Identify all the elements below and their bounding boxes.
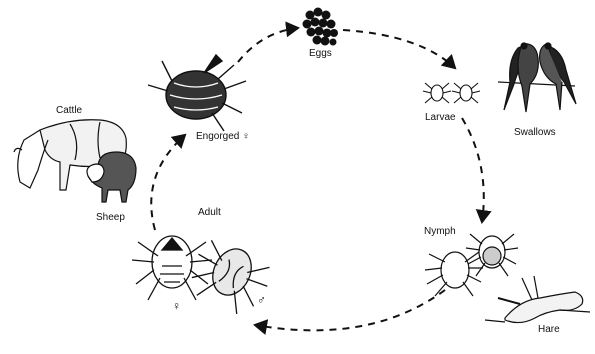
- label-cattle: Cattle: [56, 106, 82, 116]
- nymph-drawing: [425, 234, 518, 296]
- label-female-symbol: ♀: [172, 300, 181, 312]
- swallows-drawing: [498, 43, 576, 112]
- arrow-engorged-to-eggs: [238, 28, 298, 62]
- label-nymph: Nymph: [424, 227, 456, 237]
- hare-drawing: [485, 276, 590, 323]
- label-larvae: Larvae: [425, 113, 456, 123]
- arrow-larvae-to-nymph: [462, 118, 484, 222]
- larvae-drawing: [423, 83, 480, 103]
- adult-male-tick: [182, 234, 276, 320]
- adult-female-tick: [132, 236, 212, 300]
- arrow-eggs-to-larvae: [343, 30, 455, 68]
- arrow-nymph-to-adult: [255, 290, 445, 330]
- adult-ticks-drawing: [132, 234, 277, 320]
- eggs-cluster: [303, 8, 339, 46]
- label-sheep: Sheep: [96, 213, 125, 223]
- label-male-symbol: ♂: [257, 294, 266, 306]
- label-eggs: Eggs: [309, 49, 332, 59]
- label-swallows: Swallows: [514, 128, 556, 138]
- label-hare: Hare: [538, 325, 560, 335]
- engorged-tick-drawing: [148, 55, 246, 131]
- arrow-adult-to-engorged: [151, 135, 185, 230]
- label-engorged: Engorged ♀: [196, 132, 250, 142]
- label-adult: Adult: [198, 208, 221, 218]
